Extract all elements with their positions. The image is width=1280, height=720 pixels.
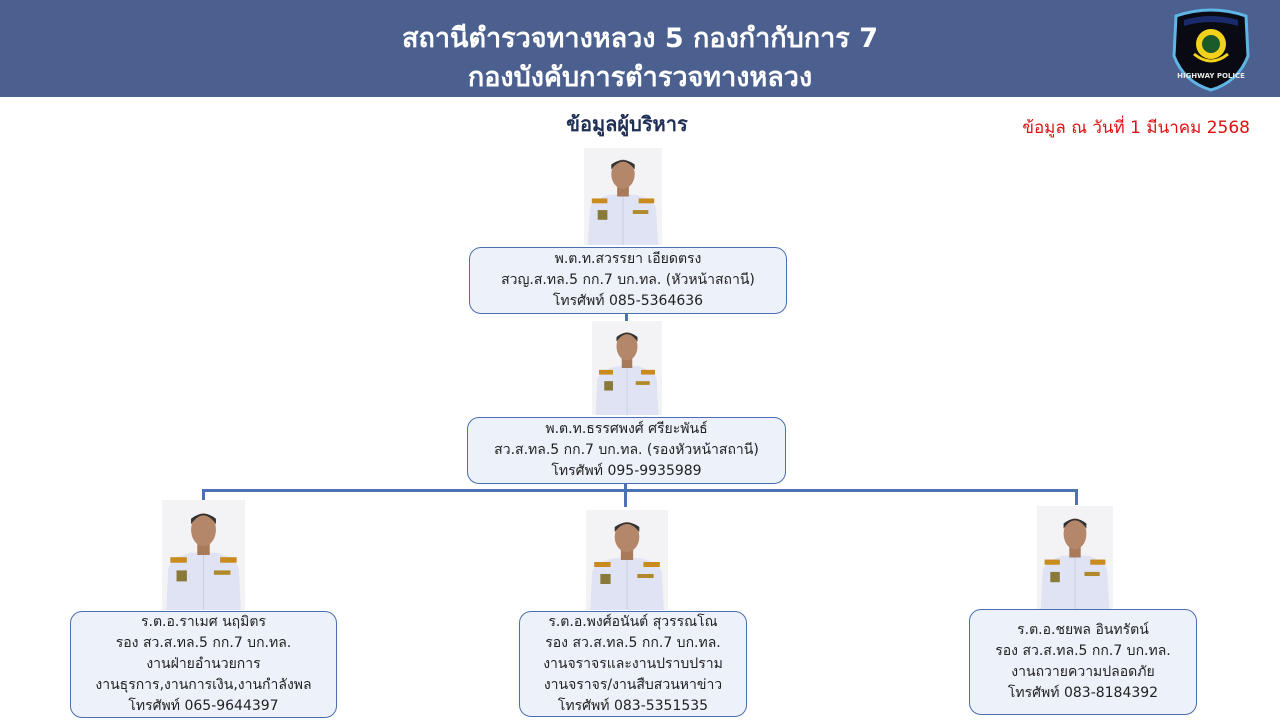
person-photo	[162, 500, 245, 610]
person-name: พ.ต.ท.ธรรศพงศ์ ศรียะพันธ์	[545, 421, 708, 437]
person-position: รอง สว.ส.ทล.5 กก.7 บก.ทล.	[115, 635, 292, 651]
person-position: สวญ.ส.ทล.5 กก.7 บก.ทล. (หัวหน้าสถานี)	[501, 272, 755, 288]
connector-line	[202, 489, 205, 501]
person-photo	[592, 321, 662, 415]
person-photo	[586, 510, 668, 610]
person-position: รอง สว.ส.ทล.5 กก.7 บก.ทล.	[995, 643, 1171, 659]
person-card-deputy-head: พ.ต.ท.ธรรศพงศ์ ศรียะพันธ์ สว.ส.ทล.5 กก.7…	[467, 417, 786, 484]
person-photo	[1037, 506, 1113, 609]
person-card-station-head: พ.ต.ท.สวรรยา เอียดตรง สวญ.ส.ทล.5 กก.7 บก…	[469, 247, 787, 314]
person-position: รอง สว.ส.ทล.5 กก.7 บก.ทล.	[545, 634, 721, 651]
person-name: ร.ต.อ.ราเมศ นฤมิตร	[141, 614, 266, 630]
svg-text:HIGHWAY POLICE: HIGHWAY POLICE	[1177, 72, 1245, 80]
person-photo	[584, 148, 662, 245]
person-phone: โทรศัพท์ 083-8184392	[1007, 685, 1159, 701]
person-phone: โทรศัพท์ 083-5351535	[557, 697, 709, 714]
person-phone: โทรศัพท์ 085-5364636	[552, 293, 704, 309]
page-title: สถานีตำรวจทางหลวง 5 กองกำกับการ 7	[402, 23, 878, 54]
person-name: พ.ต.ท.สวรรยา เอียดตรง	[554, 251, 702, 267]
person-card-administration: ร.ต.อ.ราเมศ นฤมิตร รอง สว.ส.ทล.5 กก.7 บก…	[70, 611, 337, 718]
person-duty: งานธุรการ,งานการเงิน,งานกำลังพล	[95, 677, 312, 693]
page-subtitle-organization: กองบังคับการตำรวจทางหลวง	[467, 62, 813, 93]
person-position: สว.ส.ทล.5 กก.7 บก.ทล. (รองหัวหน้าสถานี)	[494, 442, 759, 458]
highway-police-logo: HIGHWAY POLICE	[1168, 6, 1254, 92]
connector-line	[1075, 489, 1078, 505]
section-heading: ข้อมูลผู้บริหาร	[566, 112, 688, 136]
person-card-traffic: ร.ต.อ.พงศ์อนันต์ สุวรรณโณ รอง สว.ส.ทล.5 …	[519, 611, 747, 717]
person-duty: งานจราจรและงานปราบปราม	[543, 655, 723, 672]
person-duty: งานจราจร/งานสืบสวนหาข่าว	[543, 676, 723, 693]
connector-line	[624, 483, 627, 492]
person-card-security: ร.ต.อ.ชยพล อินทรัตน์ รอง สว.ส.ทล.5 กก.7 …	[969, 609, 1197, 715]
person-duty: งานฝ่ายอำนวยการ	[146, 656, 261, 672]
person-name: ร.ต.อ.พงศ์อนันต์ สุวรรณโณ	[548, 613, 718, 630]
person-name: ร.ต.อ.ชยพล อินทรัตน์	[1017, 622, 1149, 638]
connector-line	[202, 489, 1078, 492]
person-phone: โทรศัพท์ 065-9644397	[128, 698, 279, 714]
person-duty: งานถวายความปลอดภัย	[1011, 664, 1155, 680]
person-phone: โทรศัพท์ 095-9935989	[551, 463, 702, 479]
connector-line	[624, 489, 627, 507]
connector-line	[625, 313, 628, 322]
data-as-of-date: ข้อมูล ณ วันที่ 1 มีนาคม 2568	[1022, 118, 1250, 138]
header-banner: สถานีตำรวจทางหลวง 5 กองกำกับการ 7 กองบัง…	[0, 0, 1280, 97]
